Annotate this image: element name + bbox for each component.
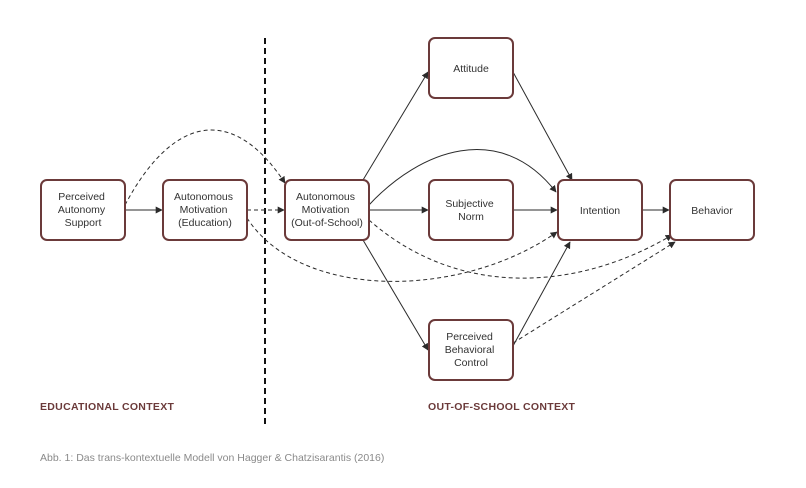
node-subjective-norm: Subjective Norm xyxy=(428,179,514,241)
node-perceived-autonomy-support: Perceived Autonomy Support xyxy=(40,179,126,241)
svg-text:Intention: Intention xyxy=(580,205,620,217)
svg-text:Behavior: Behavior xyxy=(691,205,733,217)
svg-text:Autonomous Motivation: Autonomous Motivation (Education) xyxy=(174,191,236,229)
node-autonomous-motivation-out-of-school: Autonomous Motivation (Out-of-School) xyxy=(284,179,370,241)
edge-motivation-to-attitude xyxy=(362,71,429,181)
svg-text:Autonomous Motivation: Autonomous Motivation (Out-of-School) xyxy=(291,191,363,229)
node-attitude: Attitude xyxy=(428,37,514,99)
out-of-school-context-label: OUT-OF-SCHOOL CONTEXT xyxy=(428,401,576,413)
educational-context-label: EDUCATIONAL CONTEXT xyxy=(40,401,175,413)
node-perceived-behavioral-control: Perceived Behavioral Control xyxy=(428,319,514,381)
figure-caption: Abb. 1: Das trans-kontextuelle Modell vo… xyxy=(40,452,385,464)
svg-text:Subjective Norm: Subjective Norm xyxy=(445,198,496,223)
node-behavior: Behavior xyxy=(669,179,755,241)
node-autonomous-motivation-education: Autonomous Motivation (Education) xyxy=(162,179,248,241)
svg-text:Perceived Autonomy: Perceived Autonomy Support xyxy=(58,191,108,229)
edge-control-to-intention xyxy=(512,241,571,347)
edge-motivation-out-of-school-to-behavior xyxy=(368,219,673,279)
edge-motivation-to-behavioral-control xyxy=(362,239,429,351)
node-intention: Intention xyxy=(557,179,643,241)
svg-text:Attitude: Attitude xyxy=(453,63,489,75)
solid-edges xyxy=(125,71,670,351)
edge-attitude-to-intention xyxy=(512,71,573,181)
edge-control-to-behavior xyxy=(512,241,676,344)
svg-text:Perceived Behavioral: Perceived Behavioral Control xyxy=(445,331,498,369)
dashed-edges xyxy=(124,129,676,344)
edge-motivation-to-intention xyxy=(368,149,557,206)
